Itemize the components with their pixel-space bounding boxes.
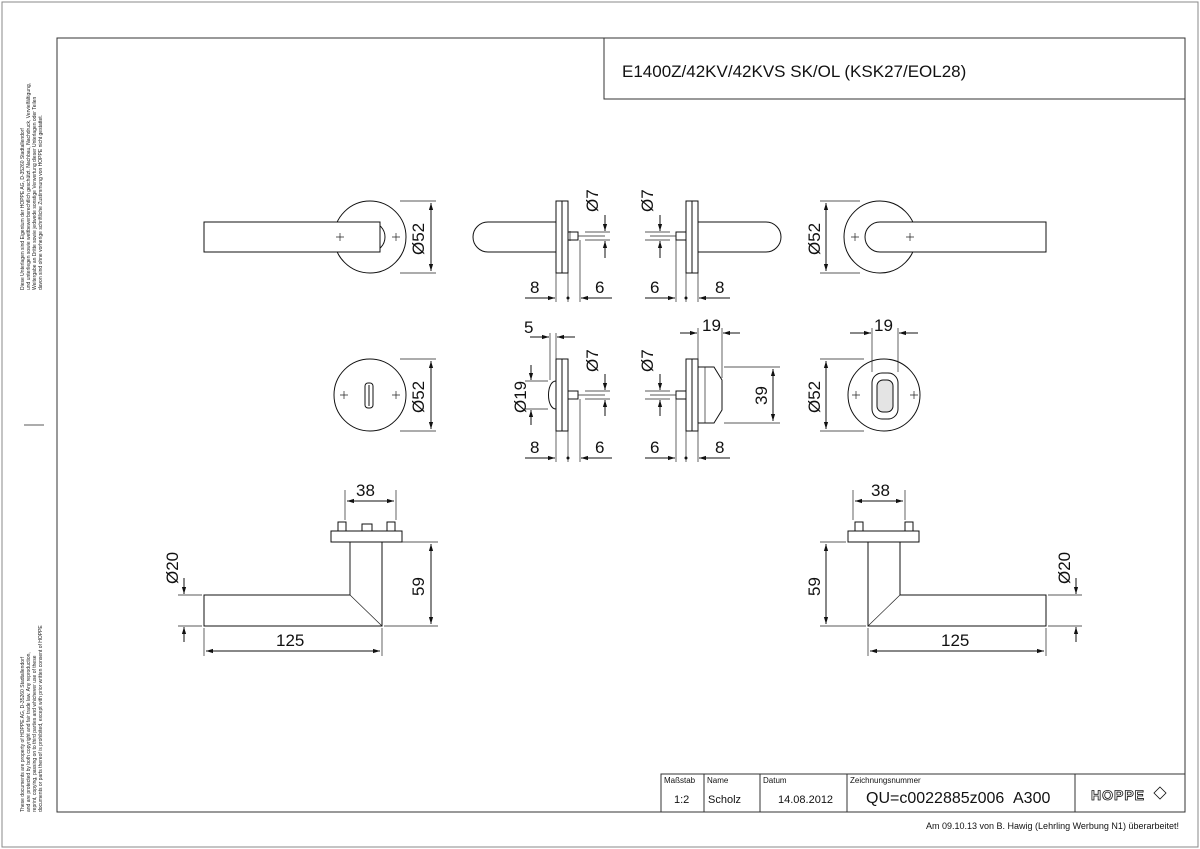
dim-125-a: 125 <box>276 631 304 650</box>
dim-38-a: 38 <box>356 481 375 500</box>
drawing-title: E1400Z/42KV/42KVS SK/OL (KSK27/EOL28) <box>622 62 966 81</box>
dim-5: 5 <box>524 318 533 337</box>
format-value: A300 <box>1013 790 1050 807</box>
dim-59-b: 59 <box>805 577 824 596</box>
dim-39: 39 <box>752 386 771 405</box>
lever-side-left <box>472 200 605 274</box>
legal-de-line-3: Weitergabe an Dritte sowie jedwede sonst… <box>32 97 38 290</box>
date-label: Datum <box>763 776 787 785</box>
dim-spindle-1: Ø7 <box>583 189 602 212</box>
turn-rose-front <box>333 358 407 432</box>
lever-top-right <box>847 521 1047 627</box>
release-rose-front <box>847 358 921 432</box>
drawing-no-value: QU=c0022885z006 <box>866 790 1004 807</box>
dim-8-d: 8 <box>715 438 724 457</box>
dim-spindle-2: Ø7 <box>638 189 657 212</box>
dim-125-b: 125 <box>941 631 969 650</box>
turn-side <box>548 358 605 432</box>
dim-19-b: 19 <box>874 316 893 335</box>
dim-lever-dia-b: Ø20 <box>1055 552 1074 584</box>
drawing-no-label: Zeichnungsnummer <box>850 776 921 785</box>
dim-6-d: 6 <box>650 438 659 457</box>
dim-lever-dia-a: Ø20 <box>163 552 182 584</box>
legal-en-line-2: and are protected by both copyright and … <box>26 652 32 812</box>
dim-38-b: 38 <box>871 481 890 500</box>
lever-side-right <box>650 200 782 274</box>
scale-label: Maßstab <box>664 776 696 785</box>
legal-de-line-1: Diese Unterlagen sind Eigentum der HOPPE… <box>20 128 26 290</box>
dim-19-a: 19 <box>702 316 721 335</box>
hoppe-logo: HOPPE <box>1091 786 1167 803</box>
legal-en-line-1: These documents are property of HOPPE AG… <box>20 656 26 812</box>
dim-spindle-4: Ø7 <box>638 349 657 372</box>
date-value: 14.08.2012 <box>778 794 833 806</box>
title-box <box>603 37 1186 100</box>
lever-top-left <box>203 521 403 627</box>
dim-spindle-3: Ø7 <box>583 349 602 372</box>
dim-6-c: 6 <box>595 438 604 457</box>
dim-knob-dia: Ø19 <box>511 381 530 413</box>
name-value: Scholz <box>708 794 741 806</box>
legal-en-line-3: reprint, copying, passing on to third pa… <box>32 655 38 812</box>
dim-rose-dia-3: Ø52 <box>409 381 428 413</box>
logo-text: HOPPE <box>1091 787 1145 803</box>
footer-note: Am 09.10.13 von B. Hawig (Lehrling Werbu… <box>926 821 1179 831</box>
dim-rose-dia-2: Ø52 <box>805 223 824 255</box>
dim-8-b: 8 <box>715 278 724 297</box>
legal-text-de: Diese Unterlagen sind Eigentum der HOPPE… <box>20 83 44 290</box>
dim-rose-dia-1: Ø52 <box>409 223 428 255</box>
dim-6-a: 6 <box>595 278 604 297</box>
legal-de-line-2: und unterliegen sowie wettbewerbsrechtli… <box>26 83 32 290</box>
scale-value: 1:2 <box>674 794 689 806</box>
drawing-frame <box>56 37 1186 813</box>
release-side <box>650 358 723 432</box>
dim-8-a: 8 <box>530 278 539 297</box>
dim-59-a: 59 <box>409 577 428 596</box>
name-label: Name <box>707 776 729 785</box>
legal-de-line-4: davon sind ohne vorherige schriftliche Z… <box>38 115 44 290</box>
title-block: Maßstab 1:2 Name Scholz Datum 14.08.2012… <box>660 773 1186 813</box>
lever-front-right <box>843 200 1047 274</box>
dim-8-c: 8 <box>530 438 539 457</box>
legal-en-line-4: documents or parts thereof is prohibited… <box>38 625 44 812</box>
dim-6-b: 6 <box>650 278 659 297</box>
lever-front-left <box>203 200 407 274</box>
dim-rose-dia-4: Ø52 <box>805 381 824 413</box>
legal-text-en: These documents are property of HOPPE AG… <box>20 625 44 812</box>
